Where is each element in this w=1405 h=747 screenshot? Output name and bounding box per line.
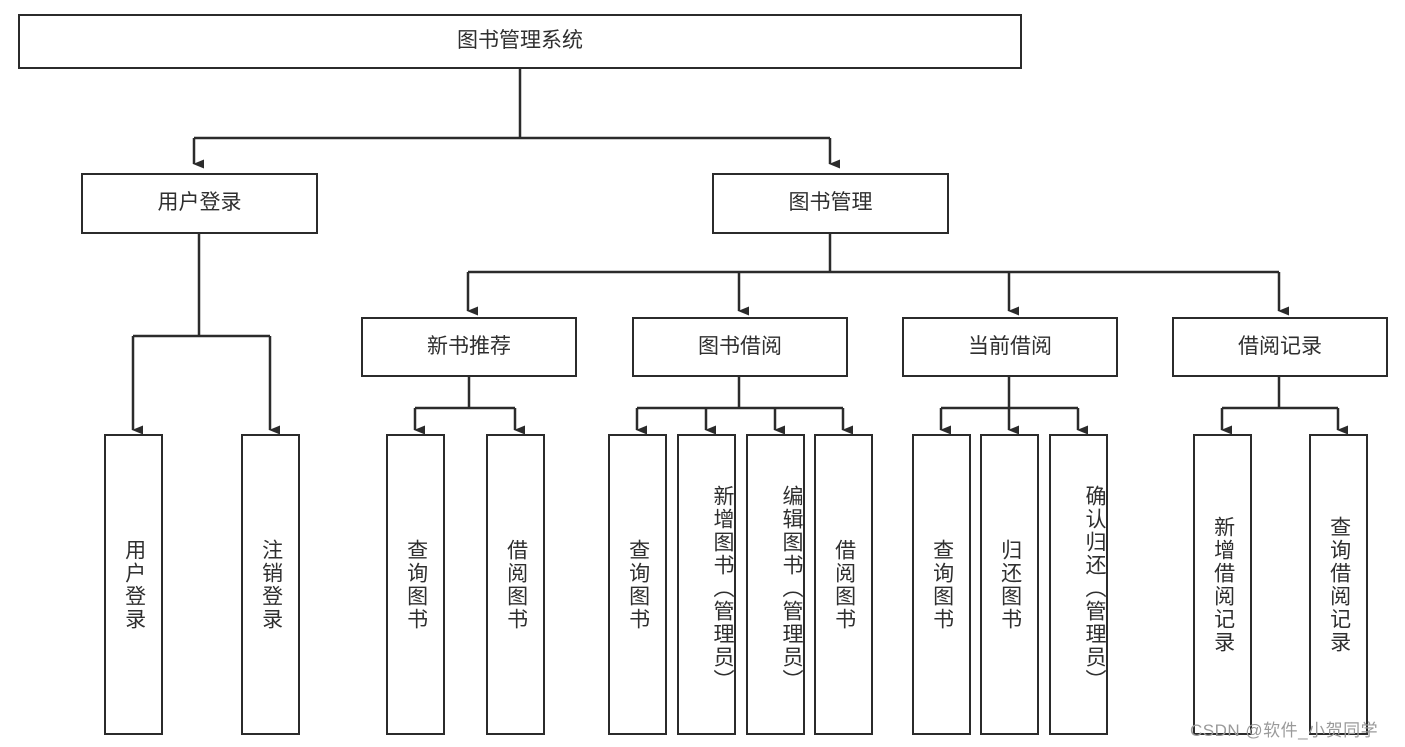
leaf-record-query-borrow-record[interactable]: 查询借阅记录: [1309, 434, 1368, 735]
leaf-current-query-book[interactable]: 查询图书: [912, 434, 971, 735]
leaf-current-return-book[interactable]: 归还图书: [980, 434, 1039, 735]
leaf-record-add-borrow-record[interactable]: 新增借阅记录: [1193, 434, 1252, 735]
leaf-current-confirm-return-admin[interactable]: 确认归还（管理员）: [1049, 434, 1108, 735]
leaf-borrow-edit-book-admin[interactable]: 编辑图书（管理员）: [746, 434, 805, 735]
watermark: CSDN @软件_小贺同学: [1190, 721, 1379, 740]
leaf-user-login[interactable]: 用户登录: [104, 434, 163, 735]
node-new-book-recommend[interactable]: 新书推荐: [361, 317, 577, 377]
node-user-login[interactable]: 用户登录: [81, 173, 318, 234]
leaf-recommend-query-book[interactable]: 查询图书: [386, 434, 445, 735]
leaf-borrow-add-book-admin[interactable]: 新增图书（管理员）: [677, 434, 736, 735]
node-borrow-record[interactable]: 借阅记录: [1172, 317, 1388, 377]
node-root[interactable]: 图书管理系统: [18, 14, 1022, 69]
leaf-user-logout[interactable]: 注销登录: [241, 434, 300, 735]
node-current-borrow[interactable]: 当前借阅: [902, 317, 1118, 377]
leaf-borrow-query-book[interactable]: 查询图书: [608, 434, 667, 735]
leaf-borrow-borrow-book[interactable]: 借阅图书: [814, 434, 873, 735]
node-book-borrow[interactable]: 图书借阅: [632, 317, 848, 377]
leaf-recommend-borrow-book[interactable]: 借阅图书: [486, 434, 545, 735]
node-book-management[interactable]: 图书管理: [712, 173, 949, 234]
